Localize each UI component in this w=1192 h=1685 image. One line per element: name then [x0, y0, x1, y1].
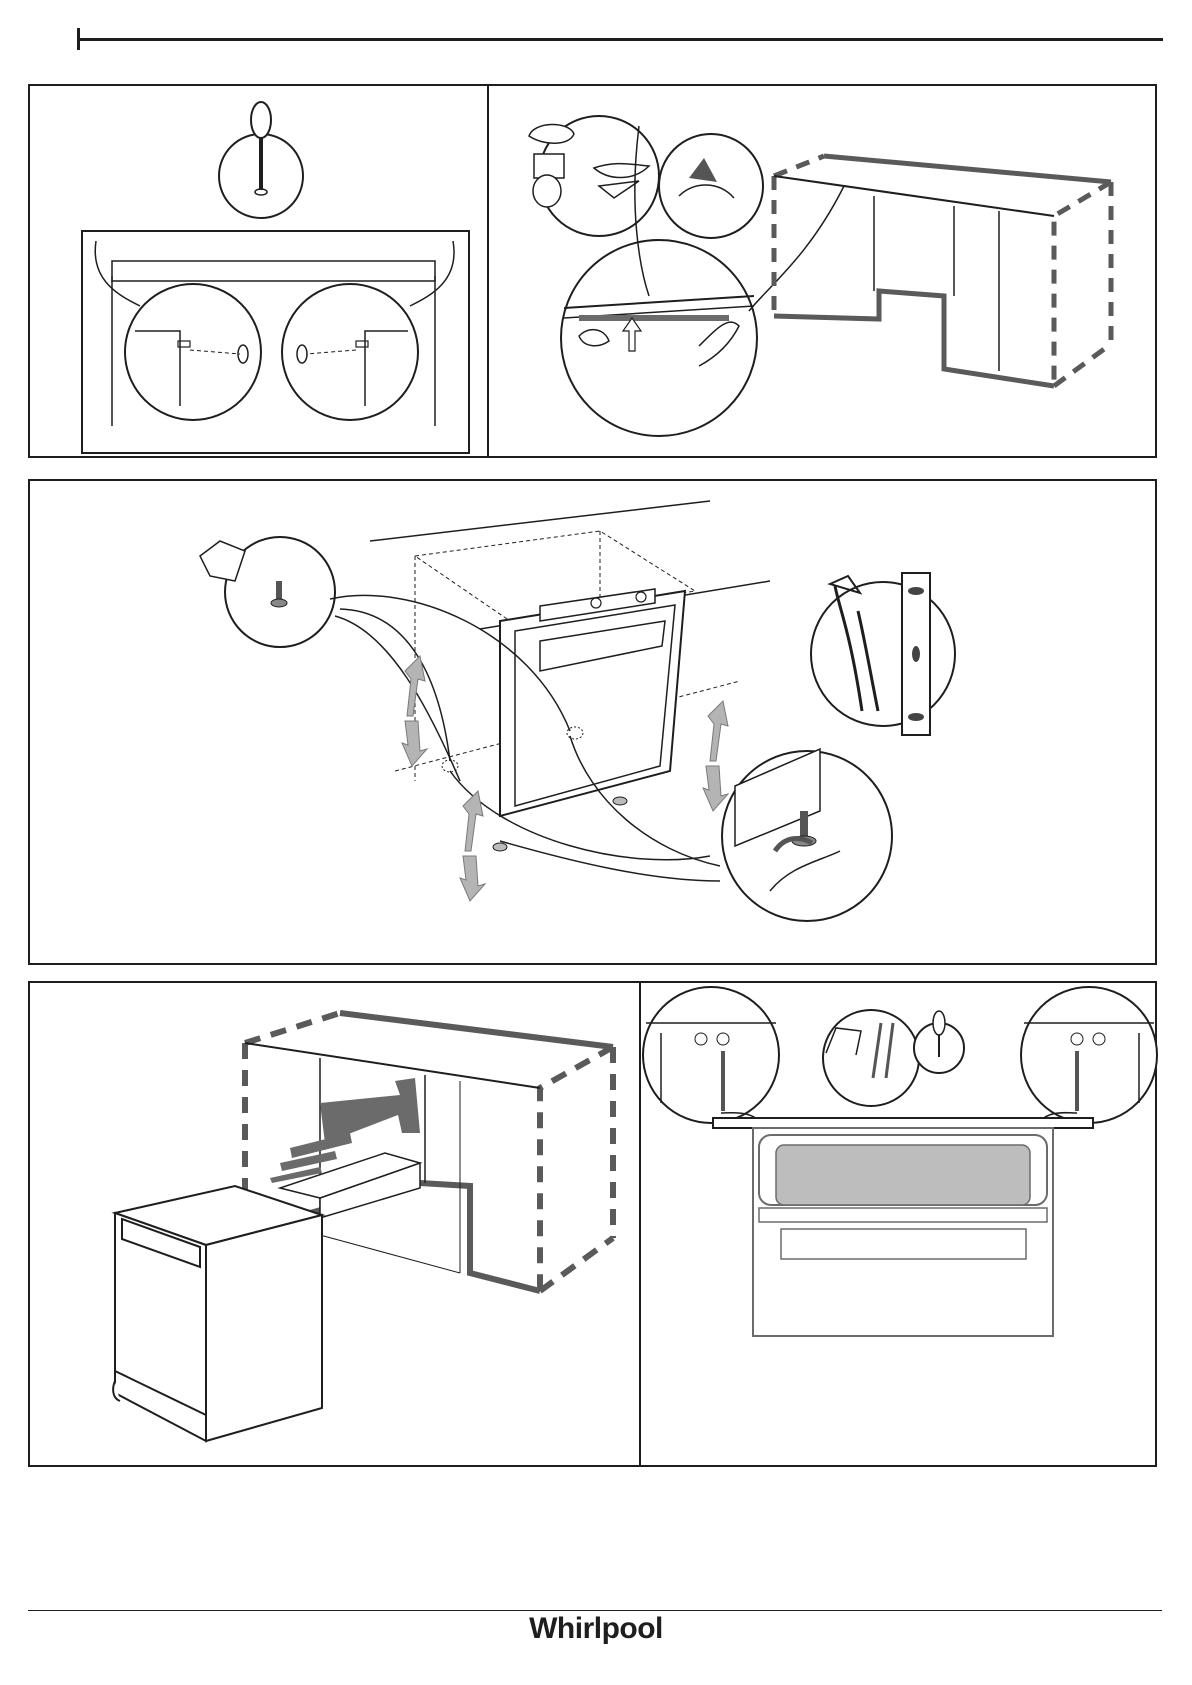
- panel-slide-into-cabinet: [28, 981, 641, 1467]
- header-rule-tick: [77, 28, 80, 50]
- worktop-screw-illustration: [641, 983, 1159, 1469]
- brand-logo: Whirlpool: [0, 1612, 1192, 1646]
- panel-apply-protective-strip: [487, 84, 1157, 458]
- cabinet-outline: [774, 156, 1111, 386]
- panel-level-adjust-feet: [28, 479, 1157, 965]
- leveling-illustration: [30, 481, 1159, 967]
- header-rule: [78, 38, 1163, 41]
- slide-in-illustration: [30, 983, 643, 1469]
- panel-screw-to-worktop: [639, 981, 1157, 1467]
- footer-rule: [28, 1610, 1162, 1611]
- side-bracket-illustration: [30, 86, 491, 460]
- dishwasher-appliance: [113, 1186, 322, 1441]
- panel-fix-side-brackets: [28, 84, 489, 458]
- protective-strip-illustration: [489, 86, 1159, 460]
